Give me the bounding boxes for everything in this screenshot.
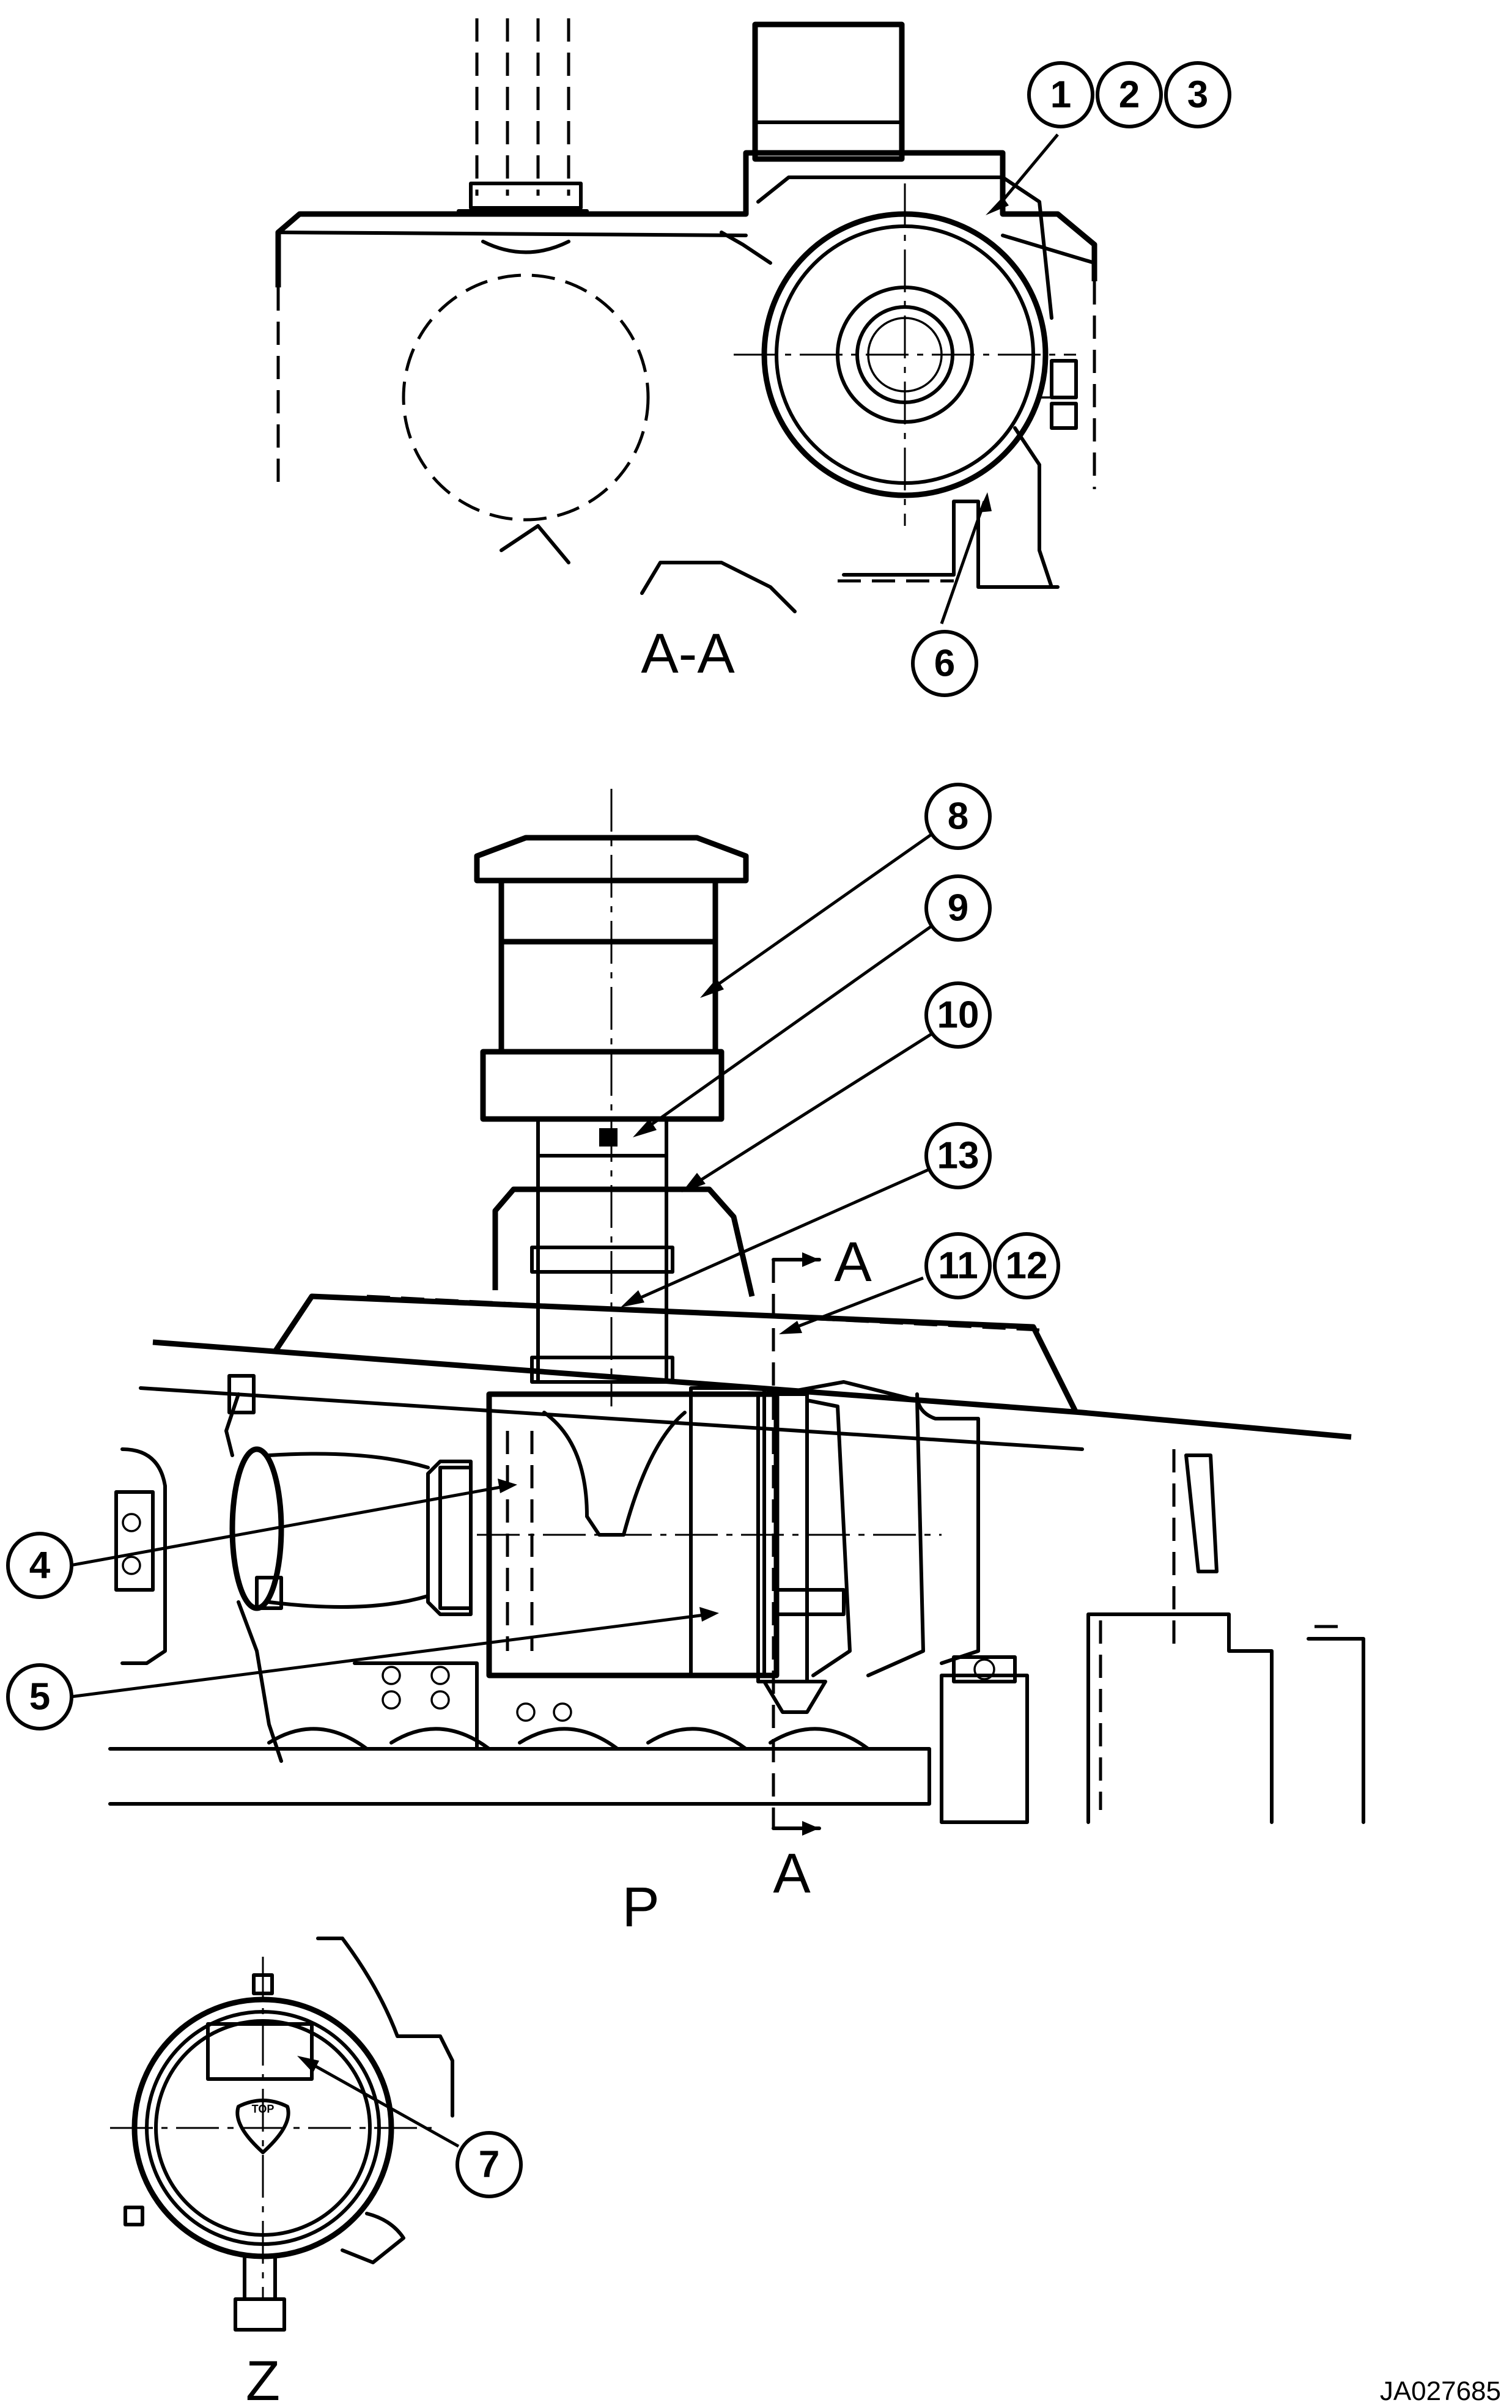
drawing-code: JA027685 [1380, 2376, 1501, 2406]
section-aa-view: A-A 1 2 3 6 [275, 18, 1231, 697]
svg-text:1: 1 [1050, 74, 1071, 116]
hood-outline [275, 150, 1097, 287]
svg-text:7: 7 [479, 2144, 500, 2186]
callout-10: 10 [924, 981, 992, 1049]
outlet-elbow [224, 1374, 473, 1763]
hood-panel [273, 1293, 1079, 1414]
view-p: A A P 8 9 10 13 [6, 783, 1365, 1938]
view-z-label: Z [246, 2350, 280, 2408]
view-z: TOP 7 Z [110, 1937, 523, 2408]
hood-bracket [492, 1186, 755, 1298]
callout-12: 12 [993, 1232, 1060, 1299]
intake-neck [536, 1117, 668, 1158]
svg-text:8: 8 [948, 796, 968, 838]
section-marker-bottom: A [773, 1842, 811, 1905]
svg-text:9: 9 [948, 887, 968, 929]
svg-text:3: 3 [1187, 74, 1208, 116]
air-cleaner-body-section [720, 175, 1076, 589]
precleaner [474, 789, 749, 1406]
top-decal-text: TOP [252, 2103, 275, 2115]
top-decal [235, 2099, 290, 2154]
section-marker-top: A [834, 1231, 872, 1293]
callout-7: 7 [455, 2131, 523, 2198]
svg-text:6: 6 [934, 643, 955, 685]
svg-text:5: 5 [29, 1676, 50, 1718]
engine-block [108, 1392, 1365, 1824]
svg-text:11: 11 [938, 1245, 978, 1287]
callout-8: 8 [924, 783, 992, 850]
svg-text:10: 10 [937, 994, 979, 1036]
section-line-a: A A [772, 1231, 872, 1905]
callout-2: 2 [1096, 61, 1163, 128]
intake-box [752, 21, 905, 162]
callout-6: 6 [911, 630, 978, 697]
callout-13: 13 [924, 1122, 992, 1189]
svg-text:4: 4 [29, 1545, 51, 1587]
svg-text:13: 13 [937, 1135, 979, 1177]
callout-11: 11 [924, 1232, 992, 1299]
view-p-label: P [622, 1876, 659, 1938]
air-cleaner-body [477, 1380, 942, 1714]
section-aa-label: A-A [641, 622, 735, 685]
callout-4: 4 [6, 1532, 73, 1599]
svg-text:12: 12 [1006, 1245, 1048, 1287]
mounting-bracket [842, 500, 1060, 589]
callout-1: 1 [1027, 61, 1094, 128]
label-plate [206, 2022, 314, 2081]
callout-5: 5 [6, 1663, 73, 1730]
callout-9: 9 [924, 874, 992, 942]
exhaust-pipes [457, 18, 589, 213]
svg-text:2: 2 [1119, 74, 1140, 116]
callout-3: 3 [1164, 61, 1231, 128]
engine-outline [402, 273, 650, 522]
